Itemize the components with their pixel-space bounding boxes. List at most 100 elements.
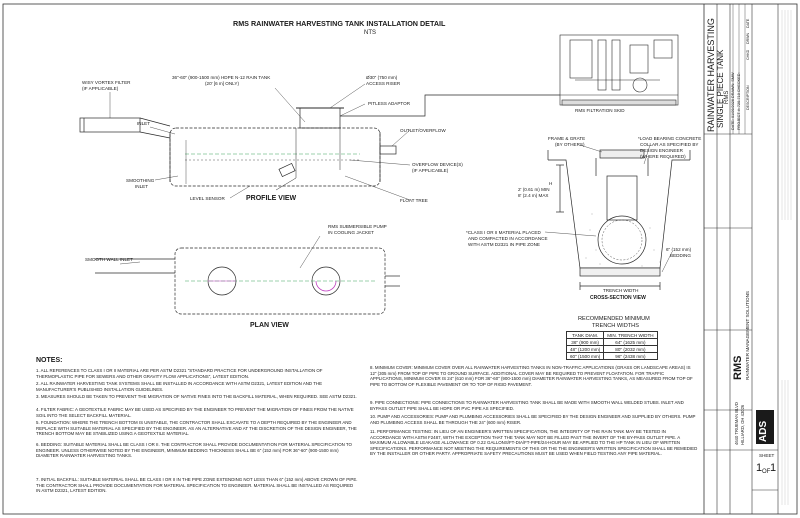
note-item: 11. PERFORMANCE TESTING: IN LIEU OF AN E… [370, 429, 698, 456]
access-riser [299, 107, 341, 129]
tank-section [597, 215, 647, 265]
backfill-stipple [585, 213, 661, 267]
cross-section-title: CROSS-SECTION VIEW [590, 295, 646, 301]
label-filtration-skid: RMS FILTRATION SKID [575, 108, 625, 113]
label-backfill-2: AND COMPACTED IN ACCORDANCE [468, 236, 548, 241]
rev-col-desc: DESCRIPTION [746, 85, 750, 110]
label-vortex-filter: WISY VORTEX FILTER [82, 80, 131, 85]
label-smoothing-inlet-sub: INLET [135, 184, 149, 189]
label-frame-grate-sub: (BY OTHERS) [555, 142, 585, 147]
title-block-project: PROJECT #: 720-710 CHECKED: [737, 72, 741, 130]
label-overflow-device-sub: (IF APPLICABLE) [412, 168, 449, 173]
label-smoothing-inlet: SMOOTHING [126, 178, 155, 183]
filtration-skid-graphic [559, 34, 679, 106]
label-float-tree: FLOAT TREE [400, 198, 428, 203]
label-pitless: PITLESS ADAPTOR [368, 101, 411, 106]
label-trench-width: TRENCH WIDTH [603, 288, 639, 293]
sheet-label: SHEET [759, 453, 775, 458]
rev-col-chkd: CHKD [746, 49, 750, 60]
ads-logo-text: ADS [758, 420, 769, 442]
table-cell: 48" (1200 mm) [565, 345, 605, 353]
company-name: RMS [732, 355, 744, 380]
table-cell: 96" (2438 mm) [603, 352, 658, 360]
table-cell: 36" (900 mm) [565, 338, 605, 346]
plan-view [95, 247, 400, 315]
note-item: 8. MINIMUM COVER: MINIMUM COVER OVER ALL… [370, 365, 693, 387]
label-load-collar-3: DESIGN ENGINEER [640, 148, 683, 153]
label-riser-sub: ACCESS RISER [366, 81, 401, 86]
label-tank: 36"-60" (900-1500 mm) HDPE N-12 RAIN TAN… [172, 75, 271, 80]
notes-heading: NOTES: [36, 357, 63, 364]
table-header-tank-diam: TANK DIAM. [565, 331, 605, 339]
drawing-scale: NTS [364, 30, 376, 36]
label-backfill-3: WITH ASTM D2321 IN PIPE ZONE [468, 242, 540, 247]
label-bedding: 6" (152 mm) [666, 247, 692, 252]
table-header-row: TANK DIAM. MIN. TRENCH WIDTH [565, 331, 658, 339]
label-pump: RMS SUBMERSIBLE PUMP [328, 224, 387, 229]
label-load-collar-1: *LOAD BEARING CONCRETE [638, 136, 702, 141]
trench-table-title-1: RECOMMENDED MINIMUM [578, 316, 650, 322]
note-item: 4. FILTER FABRIC: A GEOTEXTILE FABRIC MA… [36, 407, 354, 418]
sheet-border [2, 3, 798, 515]
label-vortex-filter-sub: (IF APPLICABLE) [82, 86, 119, 91]
title-block-date: DATE: 01/09/2026 DRAWN: SMW [731, 72, 735, 130]
trench-width-table: TANK DIAM. MIN. TRENCH WIDTH 36" (900 mm… [565, 331, 658, 360]
vortex-filter [79, 117, 141, 133]
label-pump-sub: IN COOLING JACKET [328, 230, 374, 235]
table-header-min-trench: MIN. TRENCH WIDTH [603, 331, 658, 339]
note-item: 10. PUMP AND ACCESSORIES: PUMP AND PLUMB… [370, 414, 696, 425]
note-item: 7. INITIAL BACKFILL: SUITABLE MATERIAL S… [36, 477, 358, 493]
label-smooth-wall-inlet: SMOOTH WALL INLET [85, 257, 133, 262]
frame-grate [599, 149, 645, 159]
profile-leaders [109, 83, 411, 201]
label-level-sensor: LEVEL SENSOR [190, 196, 225, 201]
drawing-title: RMS RAINWATER HARVESTING TANK INSTALLATI… [233, 19, 446, 28]
tank-plan [174, 247, 386, 315]
rev-col-date: DATE [746, 18, 750, 28]
project-title-2: SINGLE PIECE TANK [716, 49, 725, 128]
label-load-collar-2: COLLAR AS SPECIFIED BY [640, 142, 699, 147]
table-cell: 64" (1625 mm) [603, 338, 658, 346]
label-h-min: 2' (0.61 m) MIN [518, 187, 550, 192]
address-line-2: HILLIARD, OH 43026 [740, 404, 745, 445]
note-item: 1. ALL REFERENCES TO CLASS I OR II MATER… [36, 368, 323, 379]
rev-col-drwn: DRWN [746, 32, 750, 44]
label-frame-grate: FRAME & GRATE [548, 136, 586, 141]
table-row: 60" (1500 mm) 96" (2438 mm) [565, 352, 658, 360]
project-title-3: RMS [724, 90, 730, 104]
note-item: 6. BEDDING: SUITABLE MATERIAL SHALL BE C… [36, 442, 352, 458]
label-riser: Ø30" (750 mm) [366, 75, 398, 80]
note-item: 2. ALL RAINWATER HARVESTING TANK SYSTEMS… [36, 381, 323, 392]
ads-logo [756, 410, 774, 444]
trench-table-title-2: TRENCH WIDTHS [592, 323, 639, 329]
label-overflow-device: OVERFLOW DEVICE(S) [412, 162, 463, 167]
legal-fine-print [781, 10, 792, 505]
plan-leaders [119, 235, 321, 269]
label-tank-sub: (20' [6 m] ONLY) [205, 81, 239, 86]
sheet-total: 1 [770, 462, 777, 474]
table-row: 48" (1200 mm) 80" (2032 mm) [565, 345, 658, 353]
section-leaders [544, 144, 673, 273]
company-sub: RAINWATER MANAGEMENT SOLUTIONS [745, 291, 750, 380]
label-h-max: 8' (2.4 m) MAX [518, 193, 549, 198]
plan-view-title: PLAN VIEW [250, 322, 289, 329]
sheet-of: OF [762, 469, 771, 475]
note-item: 3. MEASURES SHOULD BE TAKEN TO PREVENT T… [36, 394, 357, 399]
table-cell: 60" (1500 mm) [565, 352, 605, 360]
label-bedding-sub: BEDDING [670, 253, 691, 258]
table-row: 36" (900 mm) 64" (1625 mm) [565, 338, 658, 346]
table-cell: 80" (2032 mm) [603, 345, 658, 353]
label-outlet: OUTLET/OVERFLOW [400, 128, 446, 133]
cross-section-graphic [547, 149, 691, 290]
note-item: 5. FOUNDATION: WHERE THE TRENCH BOTTOM I… [36, 420, 357, 436]
label-inlet: INLET [137, 121, 151, 126]
address-line-1: 4640 TRUEMAN BLVD [734, 402, 739, 445]
label-backfill-1: *CLASS I OR II MATERIAL PLACED [466, 230, 541, 235]
profile-view-title: PROFILE VIEW [246, 195, 297, 202]
project-title-1: RAINWATER HARVESTING [706, 18, 716, 132]
note-item: 9. PIPE CONNECTIONS: PIPE CONNECTIONS TO… [370, 400, 684, 411]
label-h: H [549, 181, 553, 186]
sheet-number: 1 [756, 462, 763, 474]
